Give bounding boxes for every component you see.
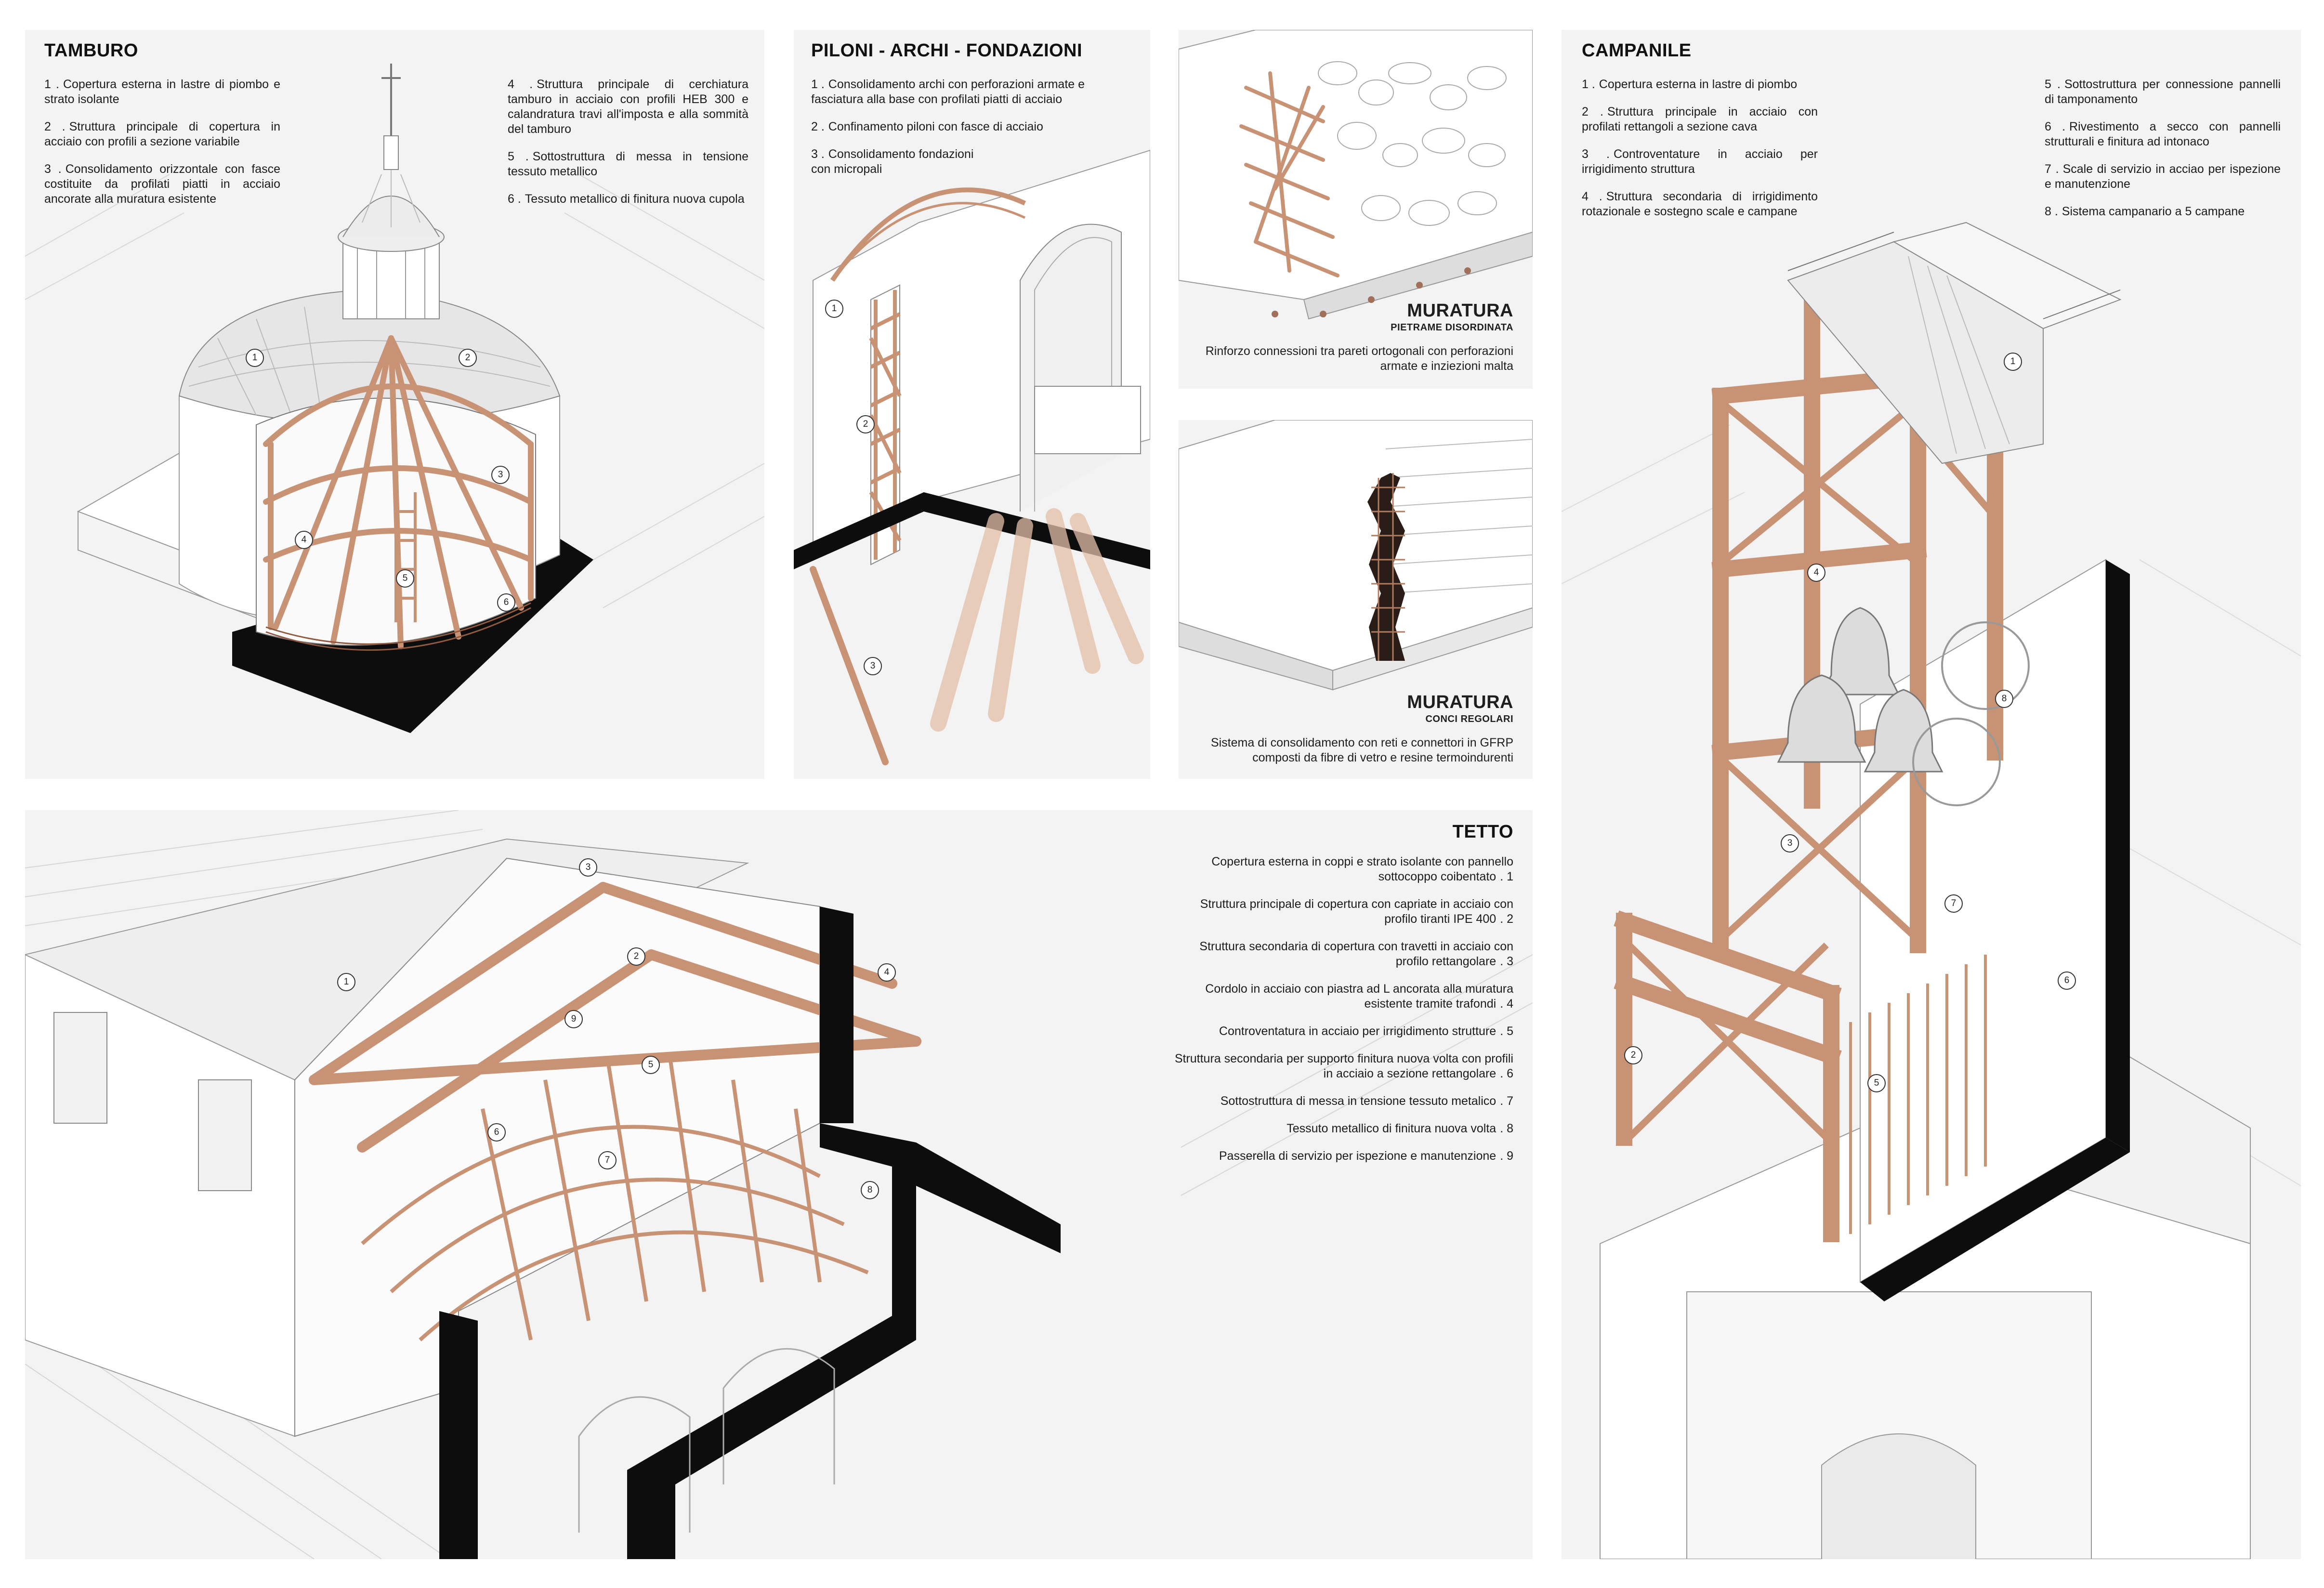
muratura-conci-description: Sistema di consolidamento con reti e con…	[1210, 736, 1513, 764]
callout-marker-7: 7	[1944, 894, 1963, 913]
callout-marker-8: 8	[1995, 690, 2013, 708]
tetto-legend: Copertura esterna in coppi e strato isol…	[1167, 854, 1513, 1176]
legend-item: Sottostruttura di messa in tensione tess…	[1220, 1094, 1513, 1108]
legend-item: 1 .Consolidamento archi con perforazioni…	[811, 78, 1085, 106]
callout-marker-4: 4	[295, 531, 313, 549]
callout-marker-3: 3	[491, 466, 510, 484]
callout-marker-3: 3	[579, 858, 597, 877]
callout-marker-6: 6	[497, 593, 515, 612]
muratura-conci-title: MURATURA	[1407, 692, 1513, 712]
legend-item: Struttura secondaria di copertura con tr…	[1199, 940, 1513, 968]
legend-item: 4 .Struttura principale di cerchiatura t…	[508, 78, 748, 136]
callout-marker-5: 5	[396, 569, 414, 588]
callout-marker-3: 3	[864, 657, 882, 675]
legend-item: 1 .Copertura esterna in lastre di piombo	[1582, 78, 1798, 91]
tamburo-legend-left: 1 .Copertura esterna in lastre di piombo…	[44, 77, 280, 219]
tamburo-legend-right: 4 .Struttura principale di cerchiatura t…	[508, 77, 748, 219]
callout-marker-1: 1	[2004, 353, 2022, 371]
callout-marker-1: 1	[246, 349, 264, 367]
callout-marker-6: 6	[487, 1123, 506, 1142]
callout-marker-4: 4	[878, 963, 896, 982]
campanile-drawing	[1562, 222, 2301, 1559]
muratura-conci-panel: MURATURA CONCI REGOLARI Sistema di conso…	[1179, 420, 1533, 779]
muratura-pietrame-description: Rinforzo connessioni tra pareti ortogona…	[1205, 344, 1513, 373]
tamburo-title: TAMBURO	[44, 40, 138, 61]
callout-marker-9: 9	[565, 1010, 583, 1028]
campanile-legend-right: 5 .Sottostruttura per connessione pannel…	[2045, 77, 2281, 232]
legend-item: Cordolo in acciaio con piastra ad L anco…	[1205, 982, 1513, 1011]
callout-marker-5: 5	[642, 1056, 660, 1074]
legend-item: 3 .Consolidamento orizzontale con fasce …	[44, 162, 280, 206]
muratura-conci-heading: MURATURA CONCI REGOLARI	[1407, 692, 1513, 725]
legend-item: 8 .Sistema campanario a 5 campane	[2045, 205, 2245, 218]
legend-item: Controventatura in acciaio per irrigidim…	[1219, 1024, 1513, 1038]
muratura-pietrame-panel: MURATURA PIETRAME DISORDINATA Rinforzo c…	[1179, 30, 1533, 389]
legend-item: Tessuto metallico di finitura nuova volt…	[1287, 1122, 1513, 1135]
legend-item: 2 .Struttura principale di copertura in …	[44, 120, 281, 148]
piloni-legend: 1 .Consolidamento archi con perforazioni…	[811, 77, 1134, 189]
legend-item: 1 .Copertura esterna in lastre di piombo…	[44, 78, 281, 106]
legend-item: Passerella di servizio per ispezione e m…	[1219, 1149, 1513, 1163]
callout-marker-6: 6	[2058, 971, 2076, 990]
campanile-panel: CAMPANILE 1 .Copertura esterna in lastre…	[1562, 30, 2301, 1559]
legend-item: 4 .Struttura secondaria di irrigidimento…	[1582, 190, 1818, 218]
callout-marker-8: 8	[861, 1181, 879, 1199]
callout-marker-3: 3	[1781, 834, 1799, 853]
muratura-conci-subtitle: CONCI REGOLARI	[1425, 714, 1513, 724]
legend-item: Struttura principale di copertura con ca…	[1200, 897, 1513, 926]
campanile-legend-left: 1 .Copertura esterna in lastre di piombo…	[1582, 77, 1818, 232]
callout-marker-2: 2	[1624, 1046, 1642, 1064]
legend-item: 6 .Tessuto metallico di finitura nuova c…	[508, 192, 745, 206]
muratura-conci-drawing	[1179, 420, 1533, 691]
legend-item: 5 .Sottostruttura per connessione pannel…	[2045, 78, 2281, 106]
callout-marker-4: 4	[1807, 564, 1825, 582]
muratura-pietrame-subtitle: PIETRAME DISORDINATA	[1391, 322, 1513, 333]
callout-marker-5: 5	[1867, 1074, 1886, 1092]
legend-item: 6 .Rivestimento a secco con pannelli str…	[2045, 120, 2281, 148]
legend-item: 3 .Controventature in acciaio per irrigi…	[1582, 147, 1818, 176]
muratura-pietrame-title: MURATURA	[1407, 301, 1513, 321]
tamburo-panel: TAMBURO 1 .Copertura esterna in lastre d…	[25, 30, 764, 779]
legend-item: 7 .Scale di servizio in acciao per ispez…	[2045, 162, 2281, 191]
callout-marker-2: 2	[856, 415, 875, 433]
legend-item: 2 .Confinamento piloni con fasce di acci…	[811, 120, 1043, 133]
legend-item: Copertura esterna in coppi e strato isol…	[1211, 855, 1513, 883]
callout-marker-2: 2	[459, 349, 477, 367]
muratura-pietrame-drawing	[1179, 30, 1533, 320]
legend-item: 2 .Struttura principale in acciaio con p…	[1582, 105, 1818, 133]
callout-marker-1: 1	[337, 973, 355, 991]
legend-item: Struttura secondaria per supporto finitu…	[1174, 1052, 1513, 1080]
tetto-panel: TETTO Copertura esterna in coppi e strat…	[25, 810, 1533, 1559]
callout-marker-2: 2	[627, 947, 645, 966]
tetto-title: TETTO	[1452, 822, 1513, 842]
legend-item: 5 .Sottostruttura di messa in tensione t…	[508, 150, 748, 178]
muratura-pietrame-heading: MURATURA PIETRAME DISORDINATA	[1391, 301, 1513, 333]
piloni-title: PILONI - ARCHI - FONDAZIONI	[811, 40, 1083, 61]
piloni-panel: PILONI - ARCHI - FONDAZIONI 1 .Consolida…	[794, 30, 1150, 779]
campanile-title: CAMPANILE	[1582, 40, 1692, 61]
callout-marker-1: 1	[825, 300, 843, 318]
legend-item: 3 .Consolidamento fondazioni con micropa…	[811, 147, 974, 176]
piloni-drawing	[794, 149, 1150, 765]
callout-marker-7: 7	[598, 1151, 617, 1169]
tetto-drawing	[25, 810, 1533, 1559]
